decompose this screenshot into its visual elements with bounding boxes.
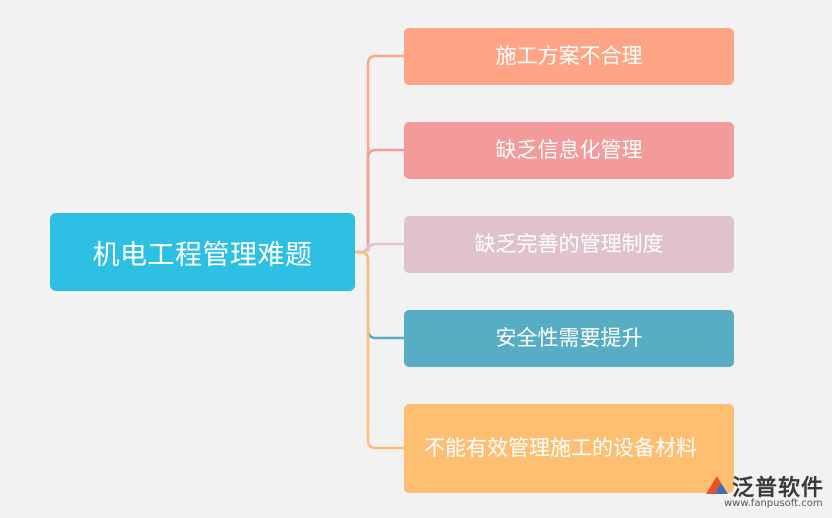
fanpu-logo-icon bbox=[706, 476, 728, 494]
branch-node-5[interactable]: 不能有效管理施工的设备材料 bbox=[404, 404, 734, 493]
root-label: 机电工程管理难题 bbox=[92, 239, 313, 271]
branch-node-4[interactable]: 安全性需要提升 bbox=[404, 310, 734, 367]
branch-node-1[interactable]: 施工方案不合理 bbox=[404, 28, 734, 85]
connector-line-2 bbox=[355, 148, 404, 254]
brand-url: www.fanpusoft.com bbox=[724, 498, 823, 509]
branch-label-5: 不能有效管理施工的设备材料 bbox=[424, 436, 697, 460]
branch-node-3[interactable]: 缺乏完善的管理制度 bbox=[404, 216, 734, 273]
branch-label-2: 缺乏信息化管理 bbox=[495, 138, 643, 162]
branch-label-4: 安全性需要提升 bbox=[495, 326, 643, 350]
root-node[interactable]: 机电工程管理难题 bbox=[50, 213, 355, 291]
connector-line-3 bbox=[355, 242, 404, 254]
brand-name: 泛普软件 bbox=[732, 476, 825, 501]
branch-label-1: 施工方案不合理 bbox=[495, 44, 643, 68]
branch-label-3: 缺乏完善的管理制度 bbox=[474, 232, 664, 256]
brand-watermark: 泛普软件 www.fanpusoft.com bbox=[702, 470, 828, 514]
connector-line-4 bbox=[355, 250, 404, 340]
connector-line-1 bbox=[355, 54, 404, 254]
branch-node-2[interactable]: 缺乏信息化管理 bbox=[404, 122, 734, 179]
connector-line-5 bbox=[355, 250, 404, 450]
